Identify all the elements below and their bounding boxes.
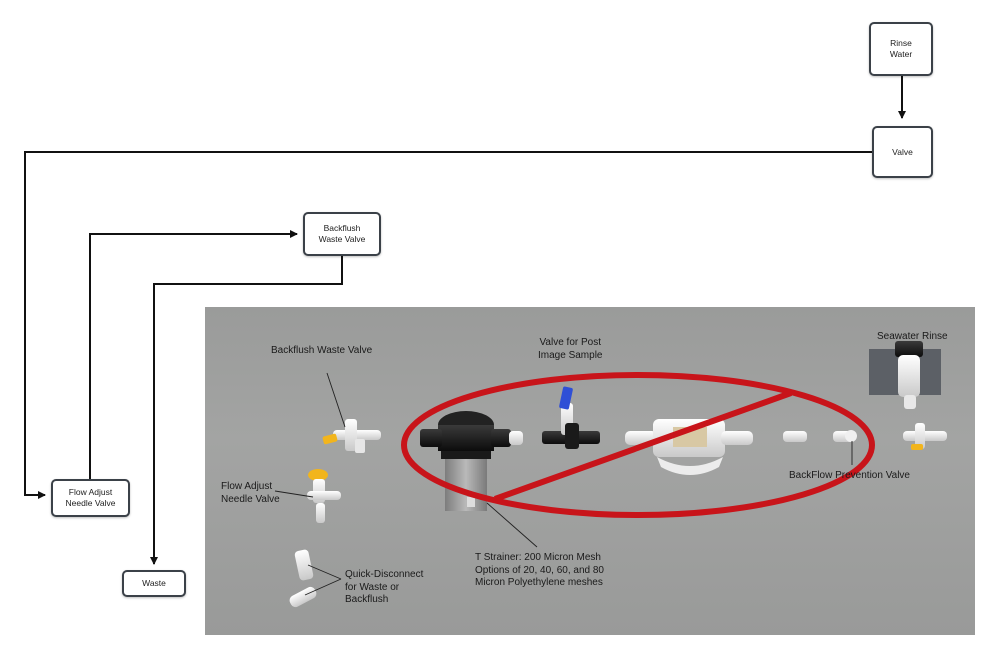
edge-backflush-to-waste — [150, 256, 343, 565]
prohibition-mark — [401, 372, 875, 518]
label-backflow-prevention-valve: BackFlow Prevention Valve — [789, 470, 910, 481]
label-flow-adjust-needle-valve: Flow Adjust Needle Valve — [221, 481, 280, 505]
leader-t-strainer — [486, 502, 538, 548]
node-rinse-water[interactable]: Rinse Water — [869, 22, 933, 76]
node-valve[interactable]: Valve — [872, 126, 933, 178]
inline-filter-housing-part — [625, 419, 753, 475]
node-backflush-waste-valve[interactable]: Backflush Waste Valve — [303, 212, 381, 256]
label-valve-post-image-sample: Valve for Post Image Sample — [538, 337, 603, 361]
photo-leader-lines — [274, 372, 853, 596]
node-flow-adjust-needle-valve[interactable]: Flow Adjust Needle Valve — [51, 479, 130, 517]
seawater-rinse-part — [869, 341, 947, 450]
edge-flow-adjust-to-backflush — [89, 230, 298, 479]
post-image-sample-valve-part — [542, 386, 600, 449]
node-flow-adjust-needle-valve-label: Flow Adjust Needle Valve — [65, 487, 116, 508]
flow-adjust-needle-valve-part — [307, 469, 341, 523]
t-strainer-part — [420, 411, 523, 511]
leader-quick-disconnect-a — [307, 564, 342, 580]
backflow-prevention-parts — [783, 430, 857, 442]
node-waste[interactable]: Waste — [122, 570, 186, 597]
label-t-strainer: T Strainer: 200 Micron Mesh Options of 2… — [475, 552, 604, 588]
parts-render-drawing — [274, 341, 947, 608]
node-waste-label: Waste — [142, 578, 166, 588]
label-quick-disconnect: Quick-Disconnect for Waste or Backflush — [345, 569, 424, 605]
backflush-waste-valve-part — [322, 419, 381, 453]
node-backflush-waste-valve-label: Backflush Waste Valve — [318, 223, 366, 244]
parts-render-image: Backflush Waste Valve Flow Adjust Needle… — [205, 307, 975, 635]
leader-flow-adjust — [274, 490, 314, 498]
node-rinse-water-label: Rinse Water — [889, 38, 913, 59]
label-backflush-waste-valve: Backflush Waste Valve — [271, 345, 373, 356]
leader-backflush — [326, 372, 346, 428]
node-valve-label: Valve — [892, 146, 913, 157]
label-seawater-rinse: Seawater Rinse — [877, 331, 948, 342]
leader-quick-disconnect-b — [304, 578, 342, 596]
edge-valve-to-flow-adjust — [24, 151, 872, 499]
quick-disconnect-parts — [289, 549, 317, 608]
